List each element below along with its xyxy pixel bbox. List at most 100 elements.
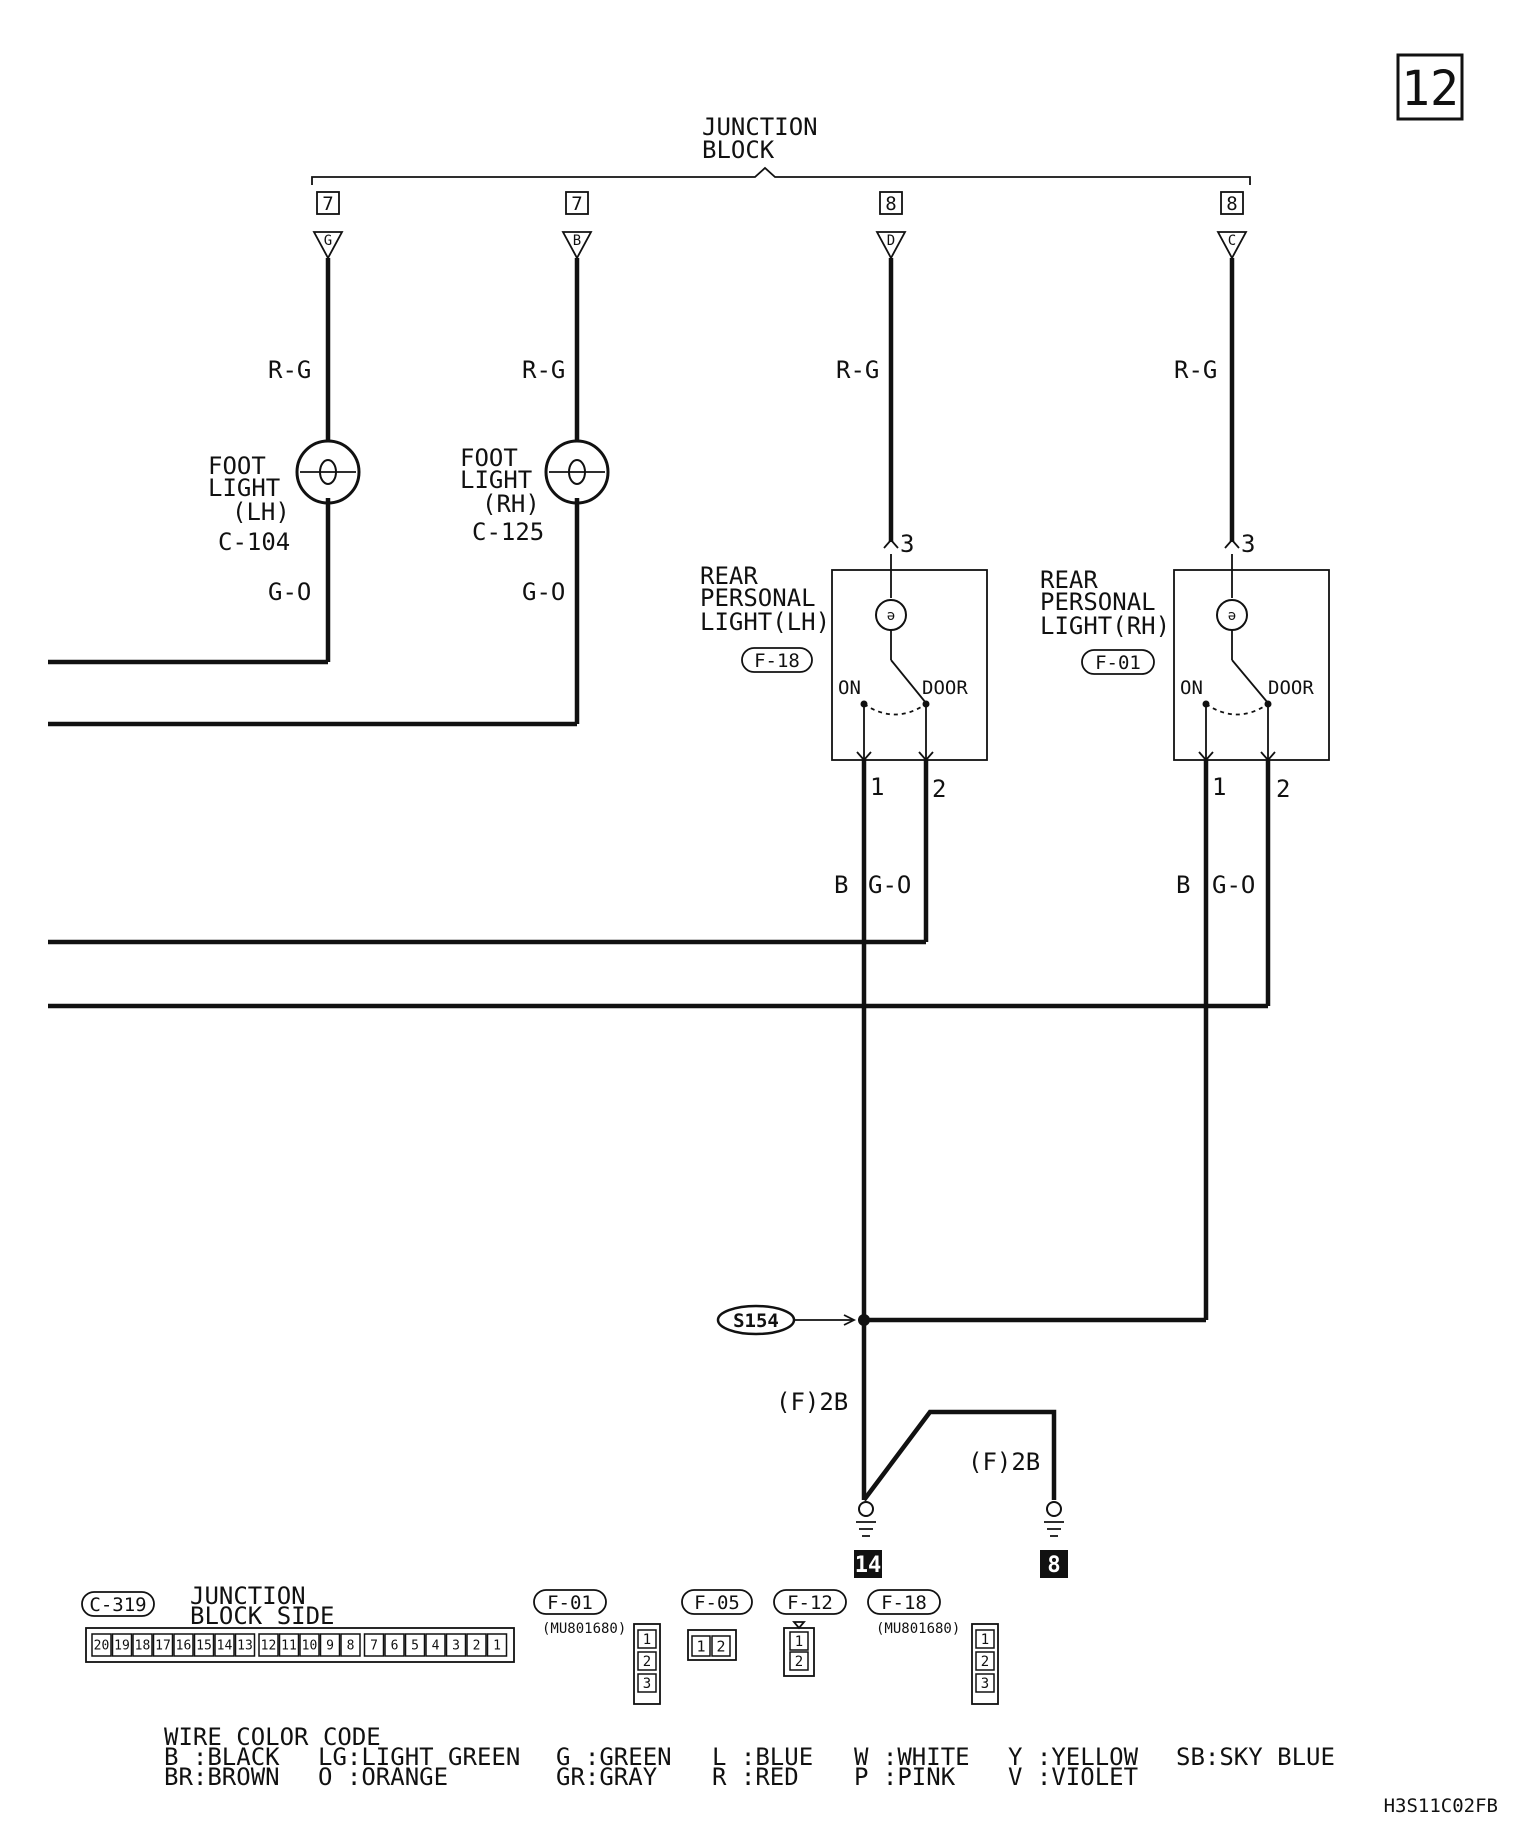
pin-cell (789, 1651, 809, 1671)
pin-number: 16 (176, 1639, 192, 1654)
wire-color-code-title: WIRE COLOR CODE (164, 1723, 381, 1751)
jb-terminal-box-number: 7 (322, 193, 333, 215)
rear-light-rh-label-line2: PERSONAL (1040, 588, 1156, 616)
jb-terminal-1: 7 G (312, 191, 344, 260)
jb-terminal-4: 8 C (1216, 191, 1248, 260)
connector-triangle-icon (561, 231, 593, 260)
pin-cell (152, 1633, 174, 1657)
color-code-p: P :PINK (854, 1763, 956, 1791)
pin-number: 4 (432, 1639, 440, 1654)
switch-contact-icon (890, 659, 927, 704)
pin-number: 15 (196, 1639, 212, 1654)
rear-personal-light-rh: R-G 3 REAR PERSONAL LIGHT(RH) F-01 ə ON … (48, 258, 1330, 1320)
switch-door-label: DOOR (922, 677, 968, 699)
wire-label-go: G-O (1212, 871, 1255, 899)
pin-number: 2 (981, 1654, 989, 1670)
pin-cell (111, 1633, 133, 1657)
page-number: 12 (1401, 61, 1459, 117)
pin-number: 18 (135, 1639, 151, 1654)
pin-3-label: 3 (900, 530, 914, 558)
connector-id-badge (773, 1589, 847, 1615)
foot-light-rh-connector: C-125 (472, 518, 544, 546)
f18-id: F-18 (881, 1592, 927, 1614)
page-number-badge: 12 (1396, 53, 1464, 121)
c319-label-line2: BLOCK SIDE (190, 1602, 335, 1630)
wire-label-f2b-2: (F)2B (968, 1448, 1040, 1476)
wire-label-rg: R-G (1174, 356, 1217, 384)
wire-label-f2b-1: (F)2B (776, 1388, 848, 1416)
rear-personal-light-lh: R-G 3 REAR PERSONAL LIGHT(LH) F-18 ə ON … (48, 258, 988, 1320)
jb-terminal-3: 8 D (875, 191, 907, 260)
f18-part-number: (MU801680) (876, 1621, 960, 1637)
f01-part-number: (MU801680) (542, 1621, 626, 1637)
wire-label-rg: R-G (522, 356, 565, 384)
diagram-code: H3S11C02FB (1384, 1795, 1498, 1817)
pin-cell (975, 1651, 995, 1671)
pin-1-label: 1 (1212, 773, 1226, 801)
pin-3-label: 3 (1241, 530, 1255, 558)
pin-cell (637, 1651, 657, 1671)
pin-number: 3 (452, 1639, 460, 1654)
pin-number: 1 (643, 1632, 651, 1648)
pin-cell (173, 1633, 194, 1657)
color-code-r: R :RED (712, 1763, 799, 1791)
pin-number: 1 (696, 1637, 705, 1655)
jb-terminal-pin: C (1228, 233, 1236, 249)
arrow-right-icon (843, 1314, 857, 1326)
rear-light-lh-connector: F-18 (754, 650, 800, 672)
f12-connector-body (783, 1627, 815, 1677)
color-code-g: G :GREEN (556, 1743, 672, 1771)
foot-light-rh-label-line1: FOOT (460, 444, 518, 472)
ground-8-label: 8 (1047, 1553, 1060, 1578)
pin-number: 3 (643, 1676, 651, 1692)
switch-dashed-link (1205, 703, 1269, 716)
color-code-o: O :ORANGE (318, 1763, 448, 1791)
f18-connector-body (971, 1623, 999, 1705)
pin-cell (445, 1633, 467, 1657)
pin-cell (319, 1633, 341, 1657)
c319-id: C-319 (89, 1594, 146, 1616)
switch-on-label: ON (1180, 677, 1203, 699)
color-code-b: B :BLACK (164, 1743, 280, 1771)
junction-block-bracket (311, 166, 1251, 185)
pin-number: 2 (716, 1637, 725, 1655)
pin-number: 2 (473, 1639, 481, 1654)
pin-cell (384, 1633, 405, 1657)
pin-cell (711, 1635, 731, 1657)
pin-cell (91, 1633, 112, 1657)
pin-number: 14 (217, 1639, 233, 1654)
pin-number: 1 (493, 1639, 501, 1654)
splice-and-grounds: S154 (F)2B (F)2B 14 8 (716, 1304, 1206, 1578)
wire-label-go: G-O (522, 578, 565, 606)
splice-label: S154 (733, 1310, 779, 1332)
pin-2-label: 2 (1276, 775, 1290, 803)
switch-on-label: ON (838, 677, 861, 699)
jb-terminal-pin: G (324, 233, 332, 249)
jb-terminal-box-number: 8 (885, 193, 896, 215)
arrow-up-icon (1224, 538, 1240, 549)
rear-light-lh-label-line3: LIGHT(LH) (700, 608, 830, 636)
jb-terminal-box-number: 7 (571, 193, 582, 215)
c319-label-line1: JUNCTION (190, 1582, 306, 1610)
ground-badge-14 (854, 1550, 882, 1578)
c319-connector-body (85, 1627, 515, 1663)
pin-number: 20 (94, 1639, 110, 1654)
pin-cell (234, 1633, 256, 1657)
foot-light-lh-circuit: R-G FOOT LIGHT (LH) C-104 G-O (48, 258, 361, 665)
wire-b-ground-8 (862, 1409, 1057, 1502)
foot-light-lh-label-line2: LIGHT (208, 474, 280, 502)
foot-light-rh-label-line2: LIGHT (460, 466, 532, 494)
wire-label-rg: R-G (836, 356, 879, 384)
pin-cell (466, 1633, 487, 1657)
pin-number: 13 (237, 1639, 253, 1654)
pin-number: 12 (261, 1639, 277, 1654)
f01-connector-body (633, 1623, 661, 1705)
color-code-sb: SB:SKY BLUE (1176, 1743, 1335, 1771)
rear-light-rh-connector: F-01 (1095, 652, 1141, 674)
ground-symbol-icon (856, 1521, 876, 1537)
color-code-gr: GR:GRAY (556, 1763, 658, 1791)
pin-1-label: 1 (870, 773, 884, 801)
connector-id-badge (533, 1589, 607, 1615)
